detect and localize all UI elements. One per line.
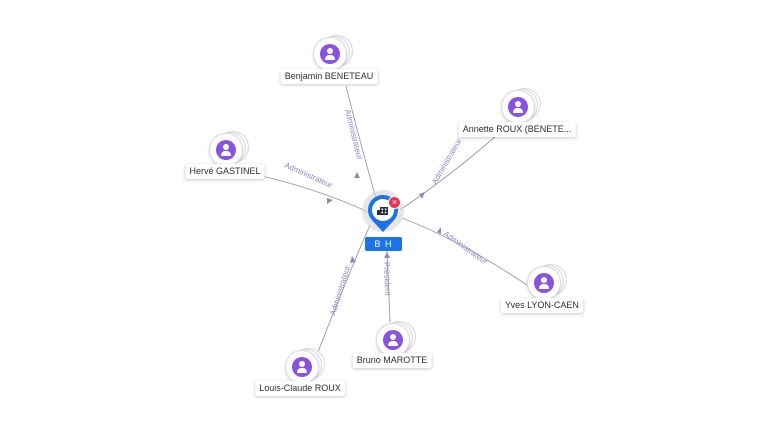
person-name-louis[interactable]: Louis-Claude ROUX <box>255 381 345 396</box>
edge-label-herve: Administrateur <box>283 161 334 190</box>
person-node-herve[interactable] <box>207 129 249 169</box>
edge-arrow-benjamin <box>354 172 360 178</box>
person-node-annette[interactable] <box>499 86 541 126</box>
edge-arrow-annette <box>419 192 425 199</box>
person-node-benjamin[interactable] <box>311 33 353 73</box>
person-icon <box>320 44 340 64</box>
company-node[interactable] <box>361 189 405 235</box>
person-icon <box>292 357 312 377</box>
person-name-benjamin[interactable]: Benjamin BENETEAU <box>280 69 378 84</box>
edge-label-annette: Administrateur <box>430 137 464 186</box>
edge-benjamin <box>345 85 377 199</box>
person-node-louis[interactable] <box>283 346 325 386</box>
edge-label-yves: Administrateur <box>442 229 490 266</box>
person-name-yves[interactable]: Yves LYON-CAEN <box>501 298 583 313</box>
person-node-bruno[interactable] <box>374 319 416 359</box>
edge-annette <box>399 135 497 211</box>
edge-label-bruno: Président <box>382 262 392 297</box>
edge-yves <box>401 217 531 288</box>
edge-arrow-louis <box>350 256 356 263</box>
edge-arrow-bruno <box>384 252 390 258</box>
edge-label-louis: Administrateur <box>328 264 352 316</box>
person-icon <box>383 330 403 350</box>
person-icon <box>216 140 236 160</box>
person-icon <box>534 273 554 293</box>
edge-arrow-herve <box>327 198 333 204</box>
building-icon <box>377 207 388 215</box>
edge-label-benjamin: Administrateur <box>343 108 364 161</box>
company-label[interactable]: B H <box>365 237 402 251</box>
close-icon[interactable]: × <box>388 196 401 209</box>
edge-arrow-yves <box>437 227 441 234</box>
person-name-annette[interactable]: Annette ROUX (BENETE... <box>458 122 576 137</box>
person-node-yves[interactable] <box>525 262 567 302</box>
person-icon <box>508 97 528 117</box>
edge-louis <box>317 224 371 353</box>
person-name-herve[interactable]: Hervé GASTINEL <box>185 164 265 179</box>
person-name-bruno[interactable]: Bruno MAROTTE <box>352 353 432 368</box>
